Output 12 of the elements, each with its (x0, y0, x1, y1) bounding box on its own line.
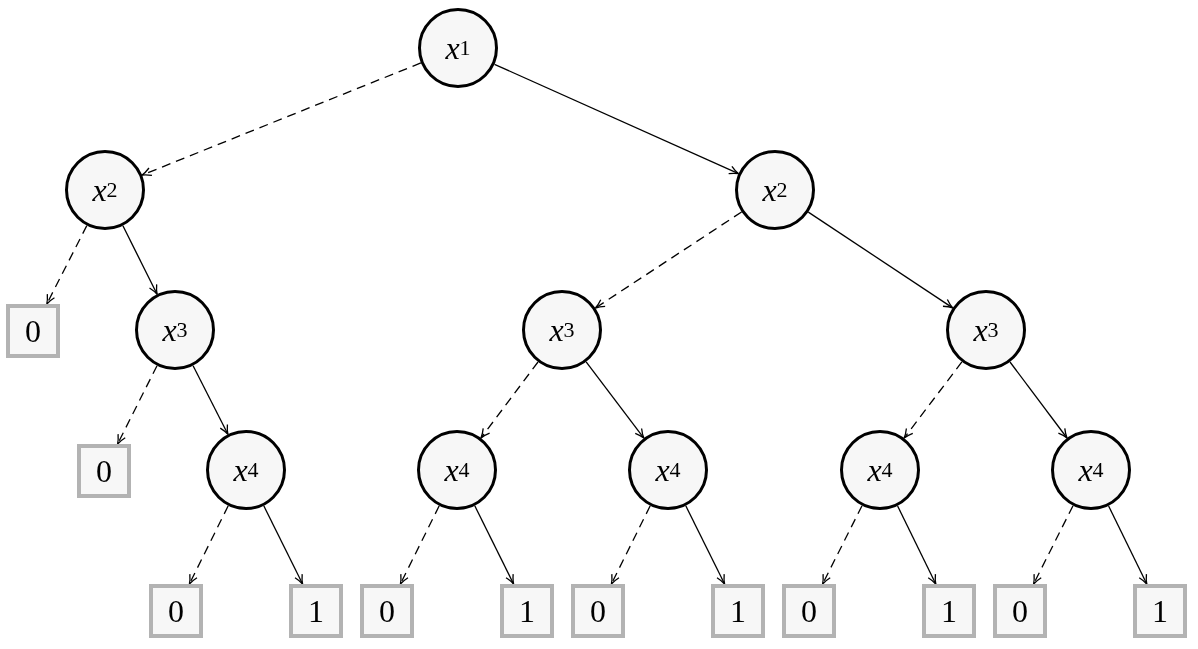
terminal-box: 0 (993, 584, 1047, 638)
terminal-box: 1 (500, 584, 554, 638)
terminal-box: 0 (6, 304, 60, 358)
terminal-box: 0 (782, 584, 836, 638)
terminal-box: 0 (77, 444, 131, 498)
terminal-box: 0 (149, 584, 203, 638)
terminal-box: 1 (1133, 584, 1187, 638)
terminal-box: 1 (289, 584, 343, 638)
terminal-box: 1 (922, 584, 976, 638)
terminal-box: 0 (571, 584, 625, 638)
terminal-box: 0 (360, 584, 414, 638)
terminal-box: 1 (711, 584, 765, 638)
